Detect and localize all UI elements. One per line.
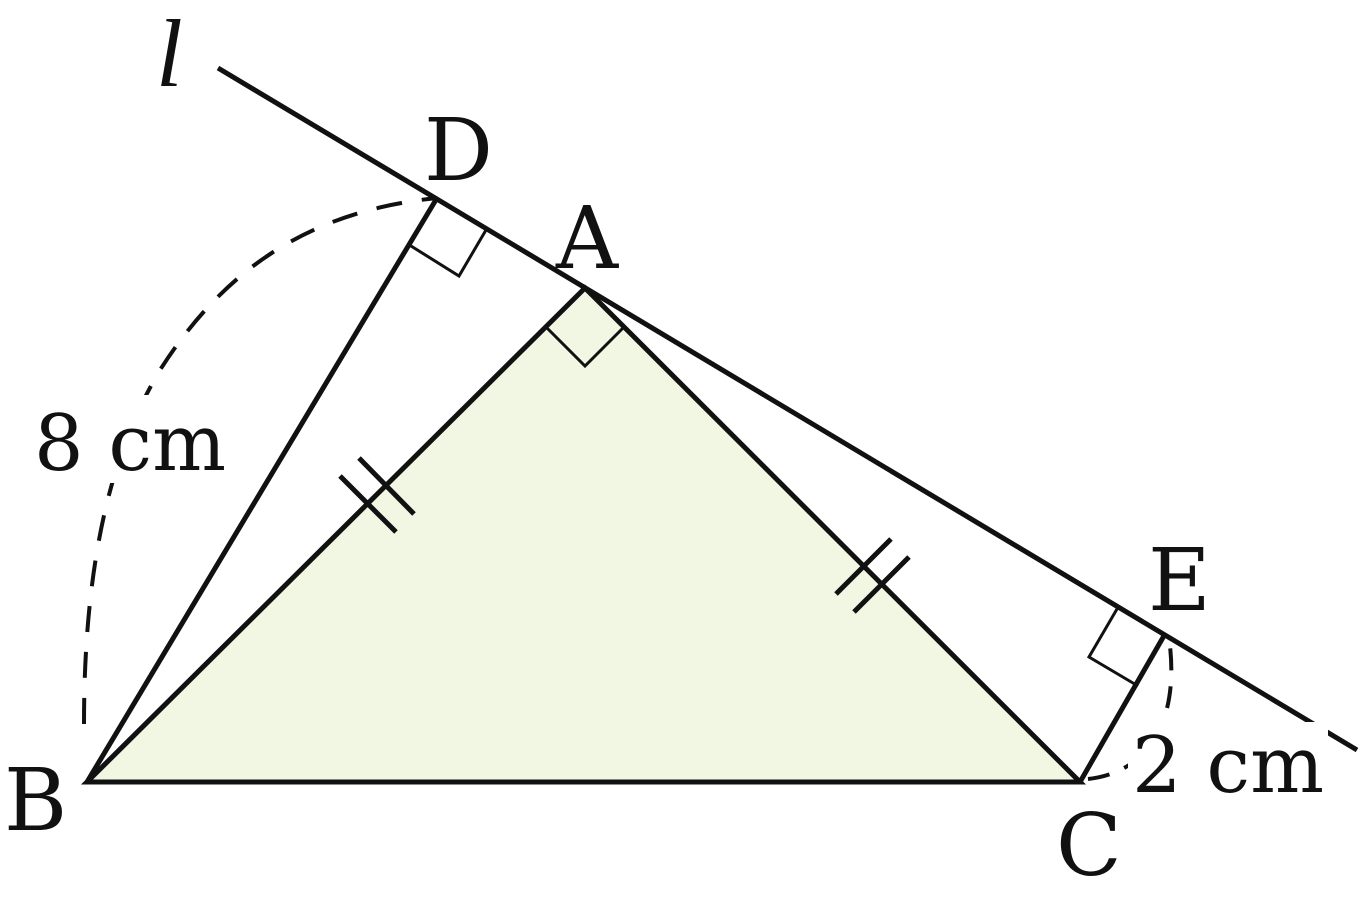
- segment-bd: [84, 196, 440, 784]
- right-angle-mark-e: [1086, 608, 1139, 688]
- point-label-c: C: [1056, 796, 1122, 896]
- right-angle-mark-d: [410, 229, 488, 279]
- tick-marks-ab: [338, 456, 416, 534]
- tick-marks-ac: [834, 537, 911, 614]
- measurement-bd: 8 cm: [34, 399, 226, 489]
- measurement-ce: 2 cm: [1132, 721, 1324, 811]
- point-label-a: A: [555, 189, 619, 289]
- line-l-label: l: [156, 0, 183, 107]
- point-label-b: B: [4, 751, 67, 851]
- point-label-d: D: [424, 101, 493, 201]
- segment-ce: [1077, 632, 1168, 784]
- line-l: [216, 65, 1359, 753]
- right-angle-mark-a: [544, 325, 626, 369]
- triangle-abc: [80, 284, 1087, 785]
- point-label-e: E: [1148, 531, 1211, 631]
